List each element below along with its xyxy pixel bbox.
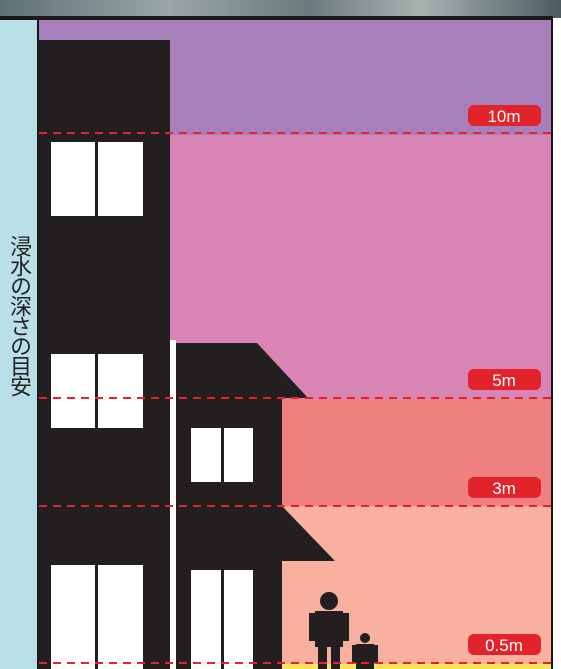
flood-depth-diagram: 10m 5m 3m 0.5m (39, 20, 551, 669)
house-window (224, 428, 253, 482)
building-window (98, 354, 143, 428)
house-window (191, 428, 221, 482)
house-window (191, 570, 221, 669)
side-panel: 浸水の深さの目安 (0, 20, 37, 669)
building-window (51, 354, 95, 428)
svg-text:3m: 3m (492, 479, 516, 498)
svg-text:0.5m: 0.5m (485, 636, 523, 655)
tall-building (39, 40, 170, 669)
building-window (51, 142, 95, 216)
depth-badge-5m: 5m (468, 369, 541, 390)
building-window (98, 565, 143, 669)
building-window (51, 565, 95, 669)
depth-badge-0-5m: 0.5m (468, 634, 541, 655)
depth-badge-10m: 10m (468, 105, 541, 126)
svg-text:10m: 10m (487, 107, 520, 126)
depth-badge-3m: 3m (468, 477, 541, 498)
building-gap (170, 340, 176, 669)
svg-text:5m: 5m (492, 371, 516, 390)
building-window (98, 142, 143, 216)
side-title: 浸水の深さの目安 (0, 235, 37, 395)
house-window (224, 570, 253, 669)
